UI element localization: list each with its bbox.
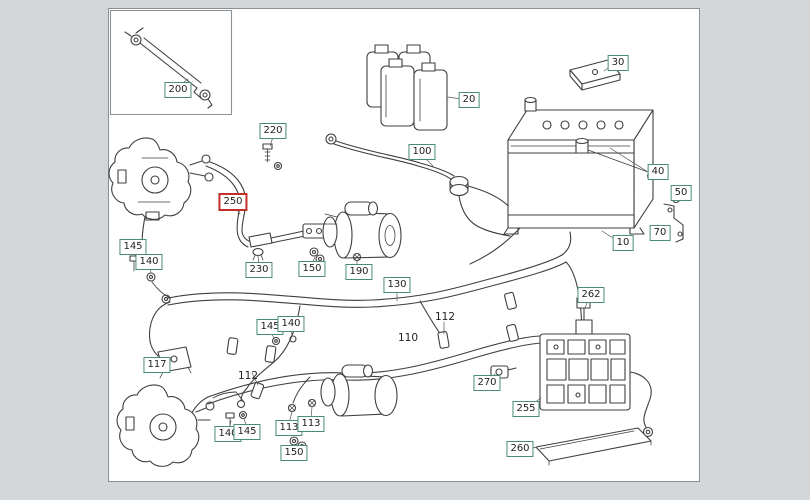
- part-callout-150[interactable]: 150: [280, 445, 308, 461]
- part-callout-10[interactable]: 10: [612, 235, 634, 251]
- part-callout-250[interactable]: 250: [218, 193, 248, 211]
- part-callout-117[interactable]: 117: [143, 357, 171, 373]
- part-callout-190[interactable]: 190: [345, 264, 373, 280]
- part-callout-255[interactable]: 255: [512, 401, 540, 417]
- part-callout-50[interactable]: 50: [670, 185, 692, 201]
- bolt-220: [262, 143, 283, 171]
- part-callout-110[interactable]: 110: [397, 331, 419, 344]
- part-callout-113[interactable]: 113: [297, 416, 325, 432]
- alternator-bottom: [116, 384, 245, 467]
- part-callout-150[interactable]: 150: [298, 261, 326, 277]
- part-callout-145[interactable]: 145: [233, 424, 261, 440]
- part-callout-230[interactable]: 230: [245, 262, 273, 278]
- part-callout-262[interactable]: 262: [577, 287, 605, 303]
- part-callout-112[interactable]: 112: [237, 369, 259, 382]
- part-callout-70[interactable]: 70: [649, 225, 671, 241]
- part-callout-130[interactable]: 130: [383, 277, 411, 293]
- part-callout-40[interactable]: 40: [647, 164, 669, 180]
- part-callout-145[interactable]: 145: [119, 239, 147, 255]
- battery-cover-30: [569, 59, 621, 91]
- part-callout-30[interactable]: 30: [607, 55, 629, 71]
- cable-100: [325, 133, 513, 237]
- starter-top: [322, 201, 402, 259]
- part-callout-260[interactable]: 260: [506, 441, 534, 457]
- part-callout-140[interactable]: 140: [277, 316, 305, 332]
- part-callout-20[interactable]: 20: [458, 92, 480, 108]
- fuse-box: [539, 297, 654, 438]
- wiring-harness: [129, 211, 583, 423]
- part-callout-200[interactable]: 200: [164, 82, 192, 98]
- reservoirs: [366, 44, 448, 131]
- part-callout-145[interactable]: 145: [256, 319, 284, 335]
- part-callout-270[interactable]: 270: [473, 375, 501, 391]
- starter-bottom: [320, 364, 398, 417]
- part-callout-112[interactable]: 112: [434, 310, 456, 323]
- part-callout-140[interactable]: 140: [135, 254, 163, 270]
- alternator-top: [108, 137, 214, 221]
- cable-250: [205, 161, 339, 261]
- battery-tray: [535, 427, 652, 466]
- part-callout-220[interactable]: 220: [259, 123, 287, 139]
- part-callout-100[interactable]: 100: [408, 144, 436, 160]
